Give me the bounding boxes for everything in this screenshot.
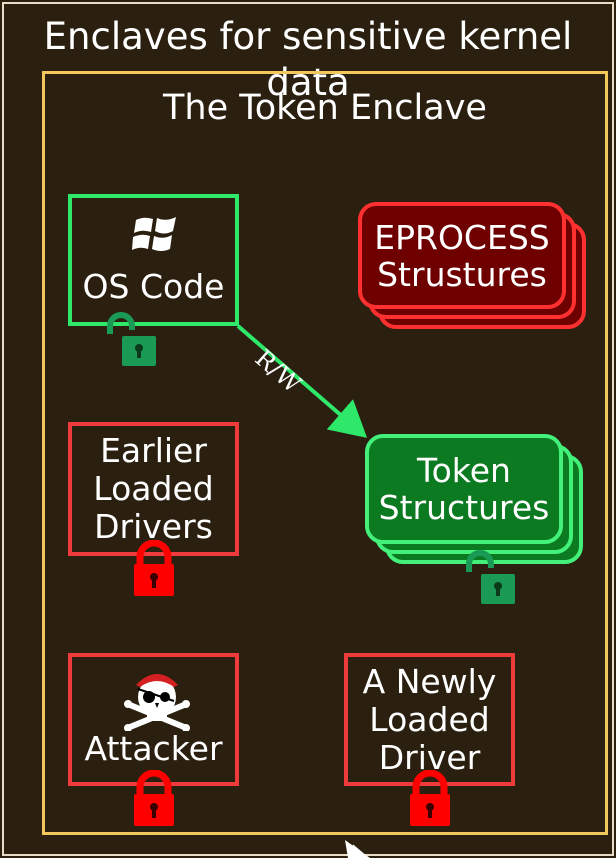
newly-loaded-driver-box: A Newly Loaded Driver — [344, 653, 515, 786]
token-line2: Structures — [378, 488, 550, 527]
eprocess-line1: EPROCESS — [374, 217, 550, 257]
attacker-label: Attacker — [84, 729, 223, 768]
token-stack-layer-1 — [365, 434, 563, 544]
eprocess-structures-label: EPROCESS Strustures — [358, 202, 566, 309]
earlier-drivers-line1: Earlier — [100, 431, 207, 470]
token-line1: Token — [417, 451, 511, 490]
pirate-skull-icon — [124, 674, 190, 731]
attacker-lock-icon — [134, 770, 174, 826]
new-driver-lock-icon — [410, 770, 450, 826]
earlier-loaded-drivers-box: Earlier Loaded Drivers — [68, 422, 239, 556]
os-code-label: OS Code — [82, 267, 225, 306]
os-code-box: OS Code — [68, 194, 239, 326]
earlier-drivers-line3: Drivers — [94, 507, 213, 546]
eprocess-line2: Strustures — [377, 254, 547, 294]
token-structures-label: Token Structures — [365, 434, 563, 544]
pointer-arrow — [345, 840, 370, 858]
slide-title: Enclaves for sensitive kernel data — [43, 15, 573, 104]
token-enclave-boundary — [42, 71, 608, 835]
windows-logo-icon — [132, 217, 176, 251]
enclave-title: The Token Enclave — [163, 88, 487, 128]
attacker-box: Attacker — [68, 653, 239, 786]
new-driver-line2: Loaded — [369, 699, 490, 739]
os-code-unlocked-lock-icon — [107, 312, 156, 366]
earlier-drivers-line2: Loaded — [93, 469, 214, 508]
rw-arrow — [236, 324, 368, 438]
earlier-drivers-lock-icon — [134, 540, 174, 596]
eprocess-stack-layer-1 — [358, 202, 566, 309]
new-driver-line1: A Newly — [362, 661, 497, 701]
token-unlocked-lock-icon — [466, 550, 515, 604]
